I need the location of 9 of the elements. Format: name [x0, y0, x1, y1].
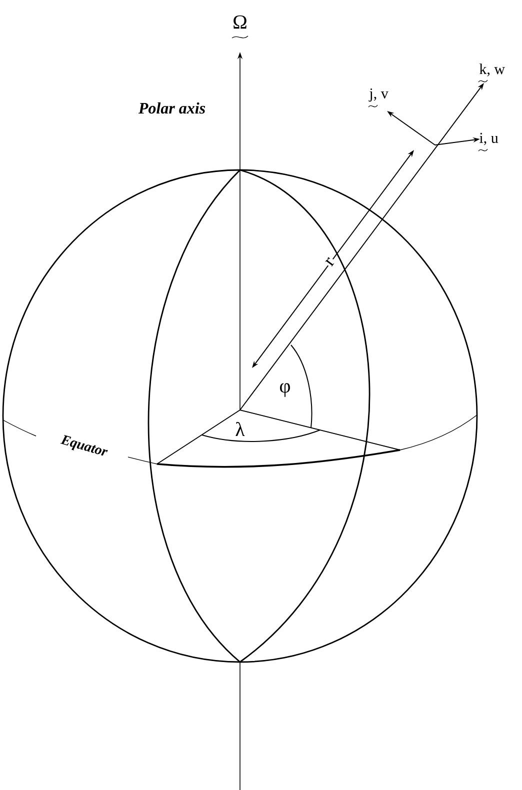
label: r — [323, 256, 337, 268]
label: Ω — [234, 15, 246, 29]
label: i, u — [480, 132, 498, 146]
label: φ — [280, 383, 290, 397]
label: λ — [236, 422, 245, 436]
label: k, w — [479, 64, 505, 76]
label: Equator — [58, 433, 110, 461]
label: j, v — [368, 88, 388, 102]
label: Polar axis — [138, 102, 206, 114]
